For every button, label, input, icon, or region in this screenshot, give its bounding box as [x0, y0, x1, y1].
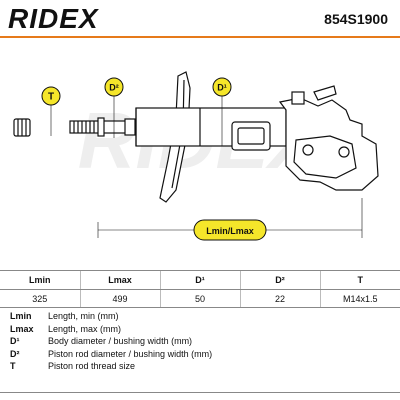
label-d1-text: D¹ [217, 83, 227, 93]
label-length: Lmin/Lmax [193, 219, 267, 241]
header-d2: D² [239, 270, 320, 290]
label-d2-text: D² [109, 83, 119, 93]
legend-desc: Piston rod thread size [48, 361, 136, 371]
label-length-text: Lmin/Lmax [206, 226, 254, 236]
header-lmax: Lmax [79, 270, 160, 290]
legend-desc: Length, min (mm) [48, 311, 119, 321]
knuckle-mount [278, 85, 379, 191]
value-t: M14x1.5 [319, 289, 400, 308]
top-nut [13, 118, 31, 137]
legend-item: D² Piston rod diameter / bushing width (… [10, 348, 390, 361]
spec-table-header-row: Lmin Lmax D¹ D² T [0, 270, 400, 290]
bottom-divider [0, 392, 400, 393]
legend-item: Lmin Length, min (mm) [10, 310, 390, 323]
value-d1: 50 [159, 289, 240, 308]
legend-desc: Piston rod diameter / bushing width (mm) [48, 348, 213, 359]
legend: Lmin Length, min (mm) Lmax Length, max (… [10, 310, 390, 373]
legend-item: Lmax Length, max (mm) [10, 323, 390, 336]
label-d1: D¹ [212, 77, 232, 97]
legend-item: D¹ Body diameter / bushing width (mm) [10, 335, 390, 348]
legend-key: T [10, 361, 16, 371]
header-divider [0, 36, 400, 38]
legend-key: D¹ [10, 336, 20, 346]
legend-item: T Piston rod thread size [10, 360, 390, 373]
value-d2: 22 [239, 289, 320, 308]
brand-logo: RIDEX [8, 3, 99, 34]
bracket-clip [231, 121, 271, 151]
spec-table: Lmin Lmax D¹ D² T 325 499 50 22 M14x1.5 [0, 270, 400, 308]
legend-key: Lmin [10, 311, 32, 321]
label-t: T [41, 86, 61, 106]
legend-desc: Body diameter / bushing width (mm) [48, 336, 193, 346]
header-lmin: Lmin [0, 270, 80, 290]
label-d2: D² [104, 77, 124, 97]
piston-rod [69, 117, 136, 137]
header-d1: D¹ [159, 270, 240, 290]
label-t-text: T [48, 92, 54, 103]
part-number: 854S1900 [324, 11, 388, 27]
header: RIDEX 854S1900 [0, 0, 400, 36]
value-lmax: 499 [79, 289, 160, 308]
legend-desc: Length, max (mm) [48, 323, 122, 334]
value-lmin: 325 [0, 289, 80, 308]
table-row: 325 499 50 22 M14x1.5 [0, 289, 400, 308]
legend-key: D² [10, 348, 20, 359]
shock-absorber-drawing: RIDEX [13, 71, 379, 241]
header-t: T [319, 270, 400, 290]
legend-key: Lmax [10, 323, 34, 334]
